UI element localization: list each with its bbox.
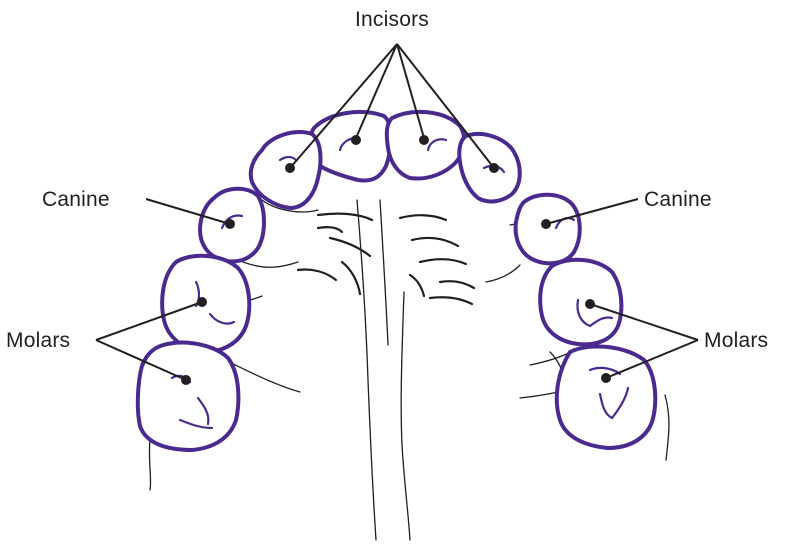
- pointer-dot: [285, 163, 295, 173]
- pointer-dot: [489, 163, 499, 173]
- pointer-dot: [197, 297, 207, 307]
- ruga: [440, 281, 474, 288]
- ruga: [420, 259, 466, 264]
- ruga: [412, 238, 458, 246]
- label-incisors: Incisors: [355, 8, 429, 31]
- midline-raphe: [401, 292, 410, 540]
- palatal-rugae: [298, 214, 474, 304]
- ruga: [318, 214, 372, 220]
- ruga: [410, 275, 424, 296]
- pointer-dot: [541, 219, 551, 229]
- tooth-central-incisor-right: [387, 112, 464, 179]
- tooth-premolar-right: [540, 260, 621, 345]
- label-molars-left: Molars: [6, 329, 70, 352]
- pointer-dot: [181, 375, 191, 385]
- ruga: [400, 215, 446, 220]
- label-canine-left: Canine: [42, 188, 110, 211]
- gum-line: [486, 265, 520, 282]
- pointer-dot: [225, 219, 235, 229]
- label-canine-right: Canine: [644, 188, 712, 211]
- ruga: [330, 238, 370, 256]
- labels: Incisors Canine Canine Molars Molars: [6, 8, 768, 352]
- teeth: [138, 112, 655, 450]
- gum-line: [665, 395, 669, 460]
- ruga: [342, 262, 360, 294]
- pointer-dot: [351, 135, 361, 145]
- midline-raphe: [380, 200, 388, 345]
- tooth-canine-right: [516, 195, 580, 264]
- ruga: [298, 269, 336, 280]
- ruga: [430, 297, 472, 304]
- tooth-molar-left: [138, 343, 239, 450]
- ruga: [318, 227, 342, 232]
- pointer-dot: [601, 373, 611, 383]
- midline-raphe: [357, 200, 376, 540]
- pointer-dot: [585, 299, 595, 309]
- label-molars-right: Molars: [704, 329, 768, 352]
- tooth-molar-right: [557, 346, 655, 448]
- tooth-central-incisor-left: [310, 112, 391, 180]
- gum-line: [243, 262, 298, 267]
- pointer-dot: [419, 135, 429, 145]
- gum-line: [149, 440, 150, 490]
